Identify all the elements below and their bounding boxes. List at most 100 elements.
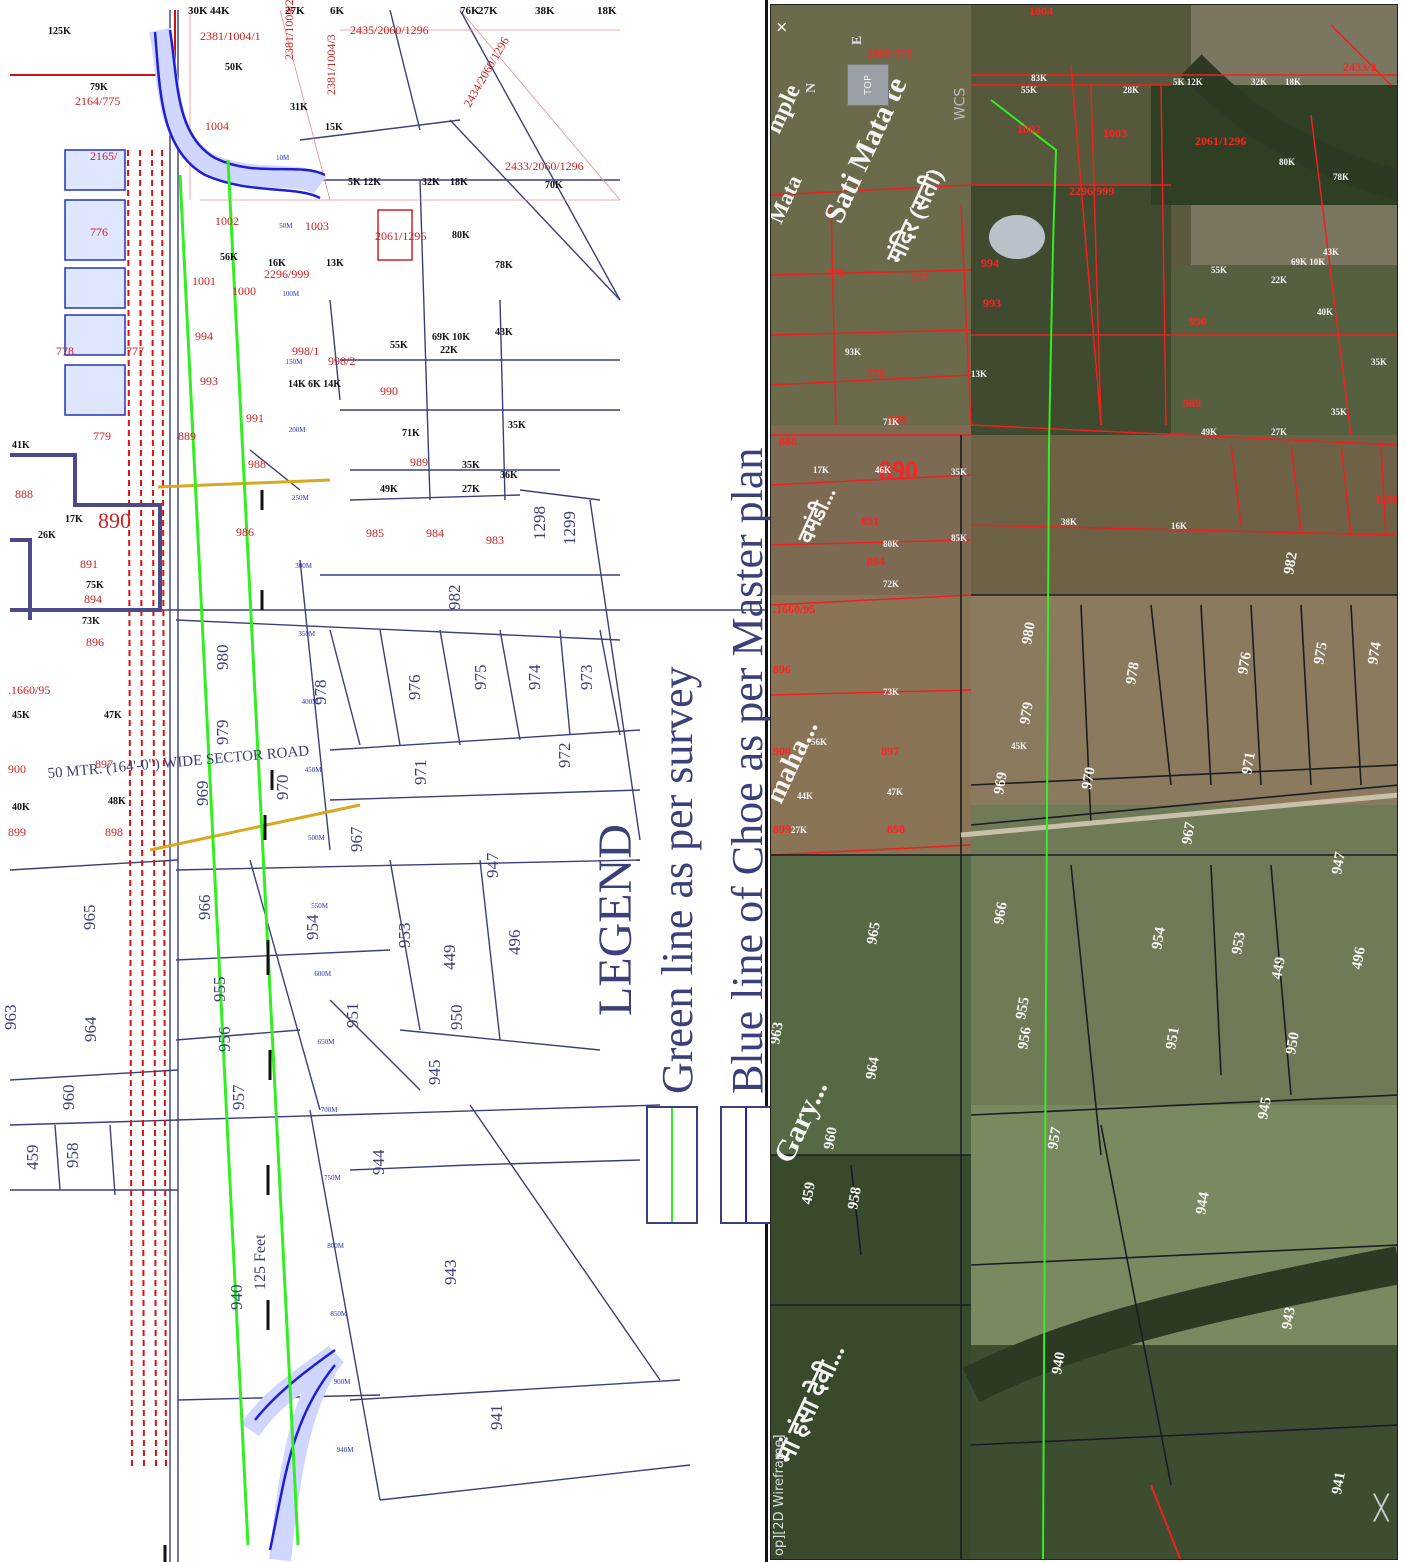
sat-area-label: 38K	[1061, 517, 1077, 527]
survey-number-red: 776	[90, 225, 108, 239]
terrain-patch	[771, 595, 971, 855]
parcel-boundary	[559, 629, 571, 736]
parcel-number: 1298	[530, 506, 549, 540]
sat-parcel-number: 970	[1079, 766, 1099, 791]
sat-parcel-number: 950	[1283, 1031, 1303, 1056]
area-label: 41K	[12, 440, 30, 451]
parcel-boundary	[419, 179, 431, 501]
sat-red-boundary	[771, 184, 972, 196]
chainage-label: 300M	[295, 562, 313, 570]
survey-number-red: 1003	[305, 219, 329, 233]
sat-area-label: 56K	[811, 737, 827, 747]
parcel-number: 963	[1, 1005, 20, 1031]
survey-number-red: 994	[195, 329, 213, 343]
sat-parcel-number: 971	[1239, 751, 1259, 776]
survey-number-red: 991	[246, 411, 264, 425]
parcel-boundary	[499, 629, 521, 741]
road-dashed-line	[151, 149, 157, 1471]
survey-number-red: 891	[80, 557, 98, 571]
sat-parcel-boundary	[1150, 604, 1172, 786]
view-cube-top-button[interactable]: TOP	[847, 64, 889, 106]
parcel-boundary	[439, 629, 461, 746]
area-label: 15K	[325, 122, 343, 133]
wcs-label[interactable]: WCS	[952, 87, 969, 121]
close-icon[interactable]: ×	[772, 20, 791, 34]
viewport-mode-label[interactable]: op][2D Wireframe]	[772, 1434, 787, 1556]
area-label: 75K	[86, 580, 104, 591]
sat-red-boundary	[771, 594, 972, 606]
sat-survey-number: .1660/95	[773, 602, 815, 616]
survey-number-red: 889	[178, 429, 196, 443]
legend-blue-line-label: Blue line of Choe as per Master plan	[723, 447, 772, 1094]
width-label: 125 Feet	[252, 1234, 269, 1290]
survey-number-red: 984	[426, 526, 444, 540]
sat-red-boundary	[830, 204, 837, 426]
survey-number-red: 2381/1004/1	[200, 29, 261, 43]
area-label: 48K	[108, 796, 126, 807]
sat-parcel-number: 940	[1049, 1351, 1069, 1376]
parcel-boundary	[349, 494, 521, 501]
area-label: 43K	[495, 327, 513, 338]
sat-survey-number: 993	[983, 296, 1001, 310]
road-dashed-line	[139, 149, 145, 1471]
sat-area-label: 69K 10K	[1291, 257, 1325, 267]
compass-label: E	[850, 36, 865, 45]
sat-survey-number: 899	[773, 822, 791, 836]
survey-number-red: 1004	[205, 119, 229, 133]
survey-number-red: 2164/775	[75, 94, 120, 108]
sat-area-label: 40K	[1317, 307, 1333, 317]
sat-parcel-number: 965	[864, 921, 884, 946]
chainage-label: 600M	[314, 970, 332, 978]
choe-blue-line	[168, 29, 326, 177]
sat-survey-number: 1004	[1029, 5, 1053, 18]
stream-vegetation	[1180, 54, 1397, 200]
sat-parcel-boundary	[970, 764, 1397, 786]
area-label: 56K	[220, 252, 238, 263]
parcel-number: 974	[525, 664, 544, 690]
red-boundary	[10, 10, 176, 76]
parcel-number: 976	[405, 675, 424, 701]
sat-parcel-boundary	[1100, 1124, 1172, 1486]
parcel-boundary	[329, 299, 341, 401]
chainage-label: 500M	[308, 834, 326, 842]
area-label: 35K	[508, 420, 526, 431]
sat-area-label: 35K	[1331, 407, 1347, 417]
parcel-number: 973	[577, 665, 596, 691]
survey-number-red: 2381/1004/2	[282, 0, 296, 60]
survey-number-red: 993	[200, 374, 218, 388]
sat-parcel-number: 982	[1281, 551, 1301, 576]
area-label: 13K	[326, 258, 344, 269]
sat-survey-number: 1298	[1375, 492, 1398, 506]
parcel-boundary	[249, 449, 301, 491]
sat-parcel-number: 449	[1269, 956, 1289, 981]
area-label: 35K	[462, 460, 480, 471]
sat-parcel-number: 963	[771, 1021, 787, 1046]
survey-number-red: 897	[95, 757, 113, 771]
top-area-label: 27K	[285, 5, 305, 17]
sat-parcel-number: 974	[1365, 640, 1385, 665]
top-area-label: 44K	[210, 5, 230, 17]
area-label: 71K	[402, 428, 420, 439]
chainage-label: 800M	[327, 1242, 345, 1250]
survey-number-red: 1002	[215, 214, 239, 228]
chainage-label: 940M	[337, 1446, 355, 1454]
sat-red-boundary	[1380, 444, 1387, 536]
parcel-number: 945	[425, 1060, 444, 1086]
parcel-boundary	[54, 1124, 61, 1191]
choe-blue-line	[153, 31, 321, 200]
sat-red-boundary	[771, 474, 972, 486]
sat-red-boundary	[970, 524, 1397, 536]
parcel-boundary	[589, 499, 641, 841]
parcel-number: 459	[23, 1145, 42, 1171]
top-area-label: 18K	[597, 5, 617, 17]
survey-number-red: 989	[410, 455, 428, 469]
survey-number-red: 899	[8, 825, 26, 839]
area-label: 50K	[225, 62, 243, 73]
sat-area-label: 18K	[1285, 77, 1301, 87]
sat-area-label: 44K	[797, 791, 813, 801]
sat-parcel-number: 945	[1255, 1096, 1275, 1121]
parcel-number: 966	[195, 895, 214, 921]
